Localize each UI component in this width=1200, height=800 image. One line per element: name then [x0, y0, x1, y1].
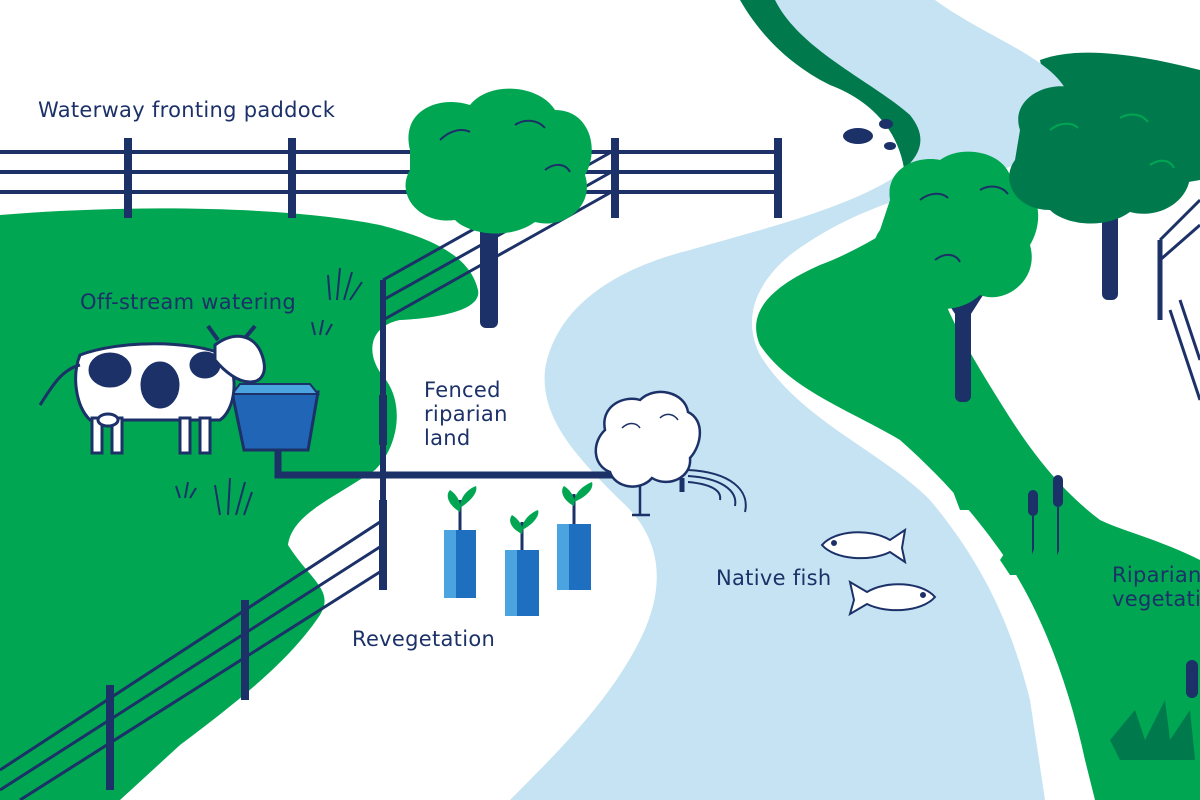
label-fenced-line1: Fenced [424, 378, 501, 402]
water-ripples [687, 469, 747, 513]
water-trough-icon [229, 383, 321, 452]
label-waterway-fronting-paddock: Waterway fronting paddock [38, 98, 336, 122]
fish-icon [848, 579, 937, 617]
seedling-tube-icon [505, 510, 539, 616]
reed-icon [1110, 660, 1198, 760]
label-riparian-line2: vegetation [1112, 587, 1200, 611]
right-fence [1157, 198, 1200, 401]
label-native-fish: Native fish [716, 566, 832, 590]
grass-tuft-icon [175, 267, 363, 516]
fish-icon [820, 527, 907, 565]
seedling-tube-icon [557, 482, 593, 590]
label-fenced-line2: riparian [424, 402, 508, 426]
tree-icon [1009, 73, 1197, 300]
reed-icon [945, 460, 1100, 575]
seedling-tube-icon [444, 486, 477, 598]
far-bank-dark [740, 0, 948, 175]
label-revegetation: Revegetation [352, 627, 496, 651]
cow-icon [38, 324, 266, 455]
label-off-stream-watering: Off-stream watering [80, 290, 297, 314]
tree-icon [873, 151, 1039, 402]
label-riparian-line1: Riparian [1112, 563, 1200, 587]
back-fence [0, 138, 782, 218]
rock-icon [843, 119, 896, 150]
tree-icon [594, 390, 702, 517]
label-fenced-line3: land [424, 426, 471, 450]
tree-icon [405, 88, 592, 328]
